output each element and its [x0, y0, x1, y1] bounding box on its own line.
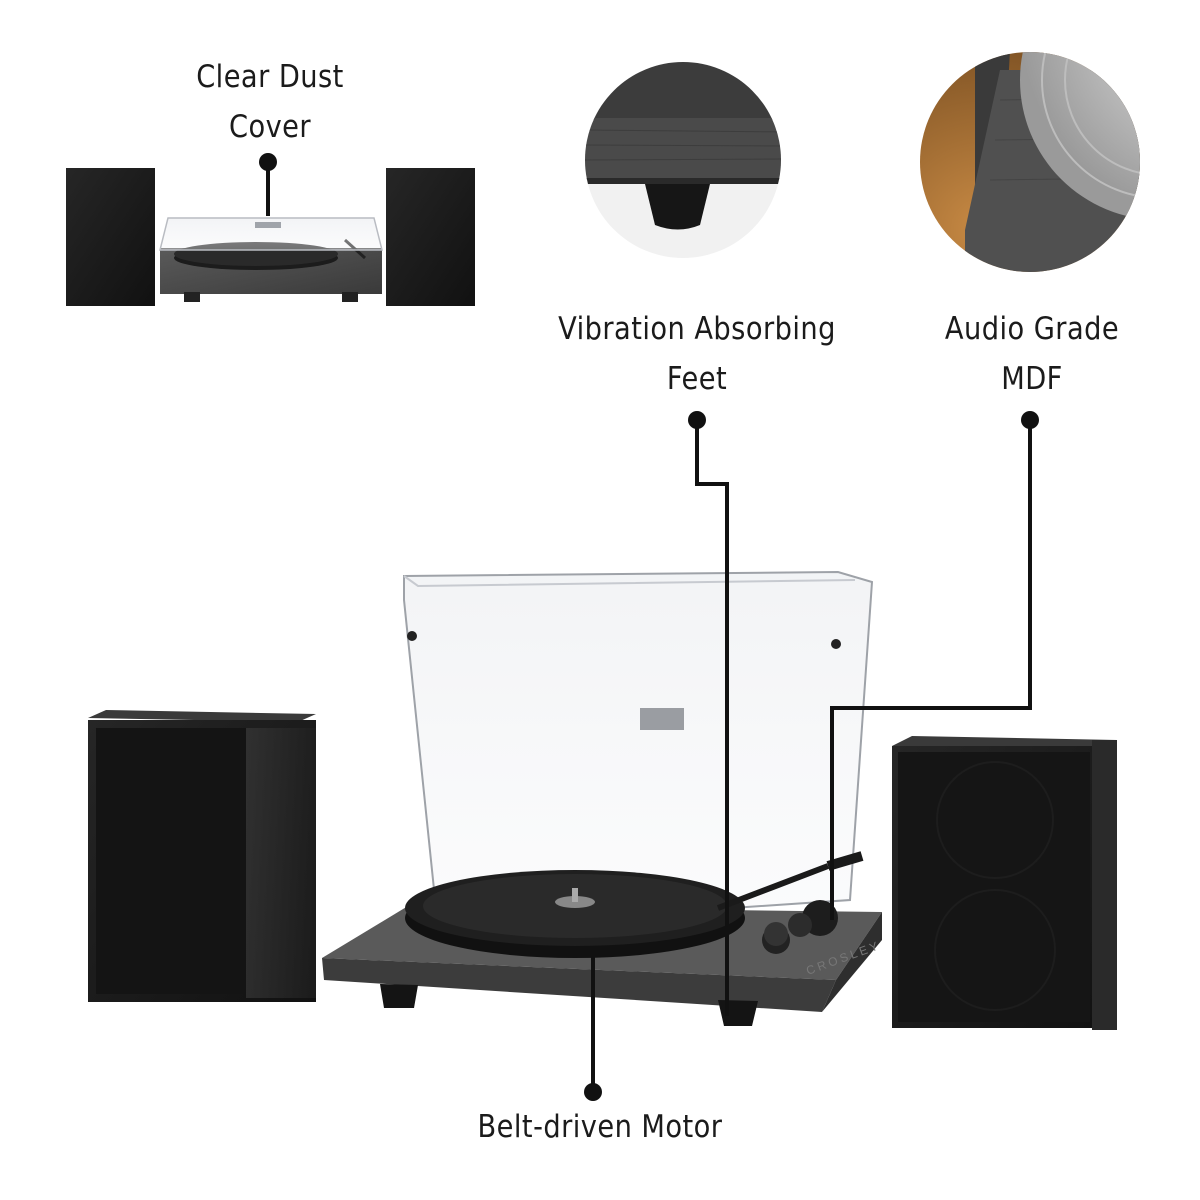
detail-circle-mdf [920, 52, 1140, 272]
inset-left-speaker [66, 168, 155, 306]
label-motor: Belt-driven Motor [459, 1102, 741, 1152]
label-motor-line1: Belt-driven Motor [477, 1109, 723, 1145]
callout-dot-dust-cover [259, 153, 277, 171]
label-mdf: Audio Grade MDF [933, 304, 1130, 404]
callout-lines [266, 162, 1032, 1085]
turntable: CROSLEY [322, 570, 883, 1026]
callout-dot-motor [584, 1083, 602, 1101]
callout-dot-mdf [1021, 411, 1039, 429]
label-feet: Vibration Absorbing Feet [541, 304, 853, 404]
right-speaker [892, 736, 1117, 1030]
left-speaker [88, 710, 316, 1002]
inset-system-thumbnail [66, 168, 475, 306]
detail-circle-feet [585, 62, 781, 258]
label-feet-line2: Feet [666, 361, 728, 397]
callout-dot-feet [688, 411, 706, 429]
label-feet-line1: Vibration Absorbing [558, 311, 836, 347]
label-mdf-line2: MDF [1001, 361, 1063, 397]
label-dust-cover: Clear Dust Cover [182, 52, 358, 152]
label-dust-cover-line1: Clear Dust [196, 59, 344, 95]
dust-cover [403, 570, 874, 930]
label-mdf-line1: Audio Grade [944, 311, 1120, 347]
inset-right-speaker [386, 168, 475, 306]
inset-dust-cover [159, 217, 383, 251]
label-dust-cover-line2: Cover [228, 109, 312, 145]
callout-dots [259, 153, 1039, 1101]
